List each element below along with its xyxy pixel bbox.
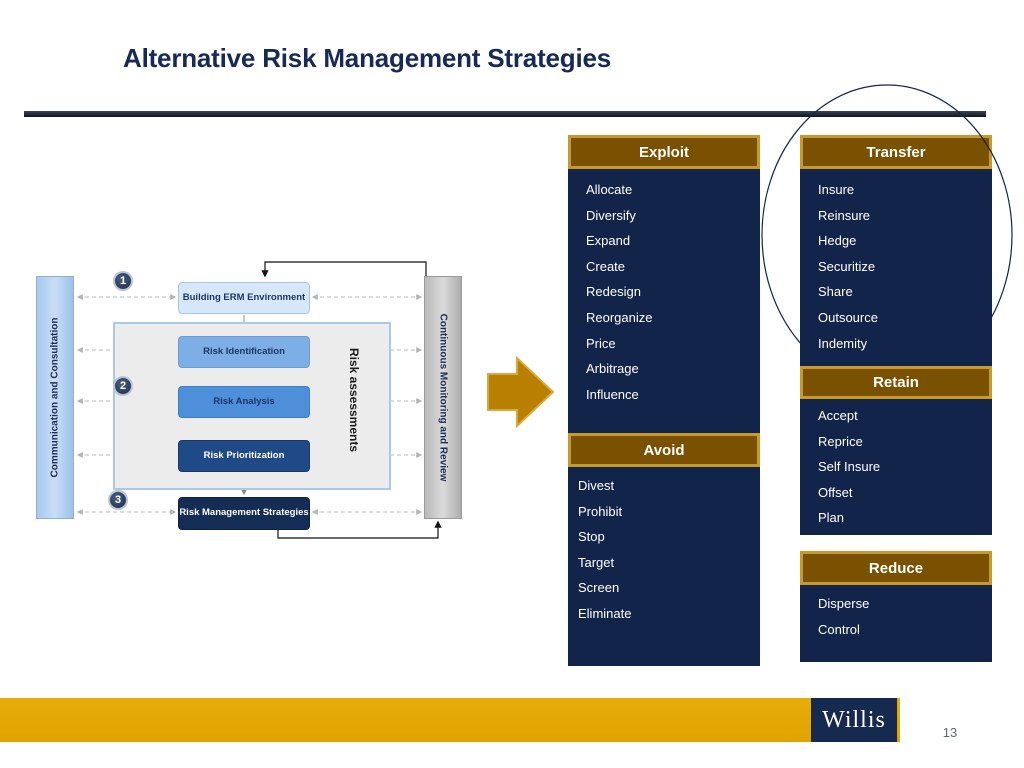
list-item: Control (818, 621, 860, 637)
exploit-list: Allocate Diversify Expand Create Redesig… (568, 169, 760, 443)
list-item: Reorganize (586, 309, 653, 325)
risk-assessments-label: Risk assessments (340, 340, 368, 460)
list-item: Allocate (586, 182, 633, 197)
avoid-header: Avoid (568, 433, 760, 467)
communication-consultation-label: Communication and Consultation (49, 317, 61, 478)
list-item: Eliminate (578, 605, 632, 621)
list-item: Insure (818, 182, 855, 197)
list-item: Arbitrage (586, 361, 639, 377)
phase-marker-2: 2 (113, 376, 133, 396)
monitoring-review-label: Continuous Monitoring and Review (437, 313, 449, 482)
list-item: Share (818, 284, 853, 300)
title-divider (24, 111, 986, 117)
list-item: Disperse (818, 596, 870, 611)
reduce-panel: Reduce Disperse Control (800, 551, 992, 662)
communication-consultation-bar: Communication and Consultation (36, 276, 74, 519)
right-arrow-icon (487, 356, 555, 428)
transfer-list: Insure Reinsure Hedge Securitize Share O… (800, 169, 992, 387)
list-item: Self Insure (818, 459, 881, 475)
list-item: Stop (578, 529, 605, 545)
retain-panel: Retain Accept Reprice Self Insure Offset… (800, 365, 992, 535)
erm-process-diagram: Communication and Consultation Risk asse… (0, 0, 480, 560)
willis-logo: Willis (811, 698, 897, 742)
list-item: Redesign (586, 284, 641, 300)
avoid-list: Divest Prohibit Stop Target Screen Elimi… (568, 467, 760, 666)
list-item: Influence (586, 386, 639, 402)
list-item: Hedge (818, 233, 857, 249)
monitoring-review-bar: Continuous Monitoring and Review (424, 276, 462, 519)
footer-band (0, 698, 900, 742)
risk-assessments-text: Risk assessments (347, 347, 362, 453)
exploit-header: Exploit (568, 135, 760, 169)
list-item: Prohibit (578, 503, 623, 519)
step-risk-identification: Risk Identification (178, 336, 310, 368)
avoid-panel: Avoid Divest Prohibit Stop Target Screen… (568, 433, 760, 666)
list-item: Create (586, 258, 626, 274)
list-item: Diversify (586, 207, 636, 223)
phase-marker-1: 1 (113, 271, 133, 291)
transfer-panel: Transfer Insure Reinsure Hedge Securitiz… (800, 135, 992, 387)
list-item: Price (586, 335, 616, 351)
list-item: Target (578, 554, 615, 570)
exploit-panel: Exploit Allocate Diversify Expand Create… (568, 135, 760, 443)
list-item: Accept (818, 408, 858, 423)
list-item: Securitize (818, 258, 876, 274)
retain-header: Retain (800, 366, 992, 399)
phase-marker-3: 3 (108, 490, 128, 510)
list-item: Reprice (818, 433, 863, 449)
slide-title: Alternative Risk Management Strategies (123, 43, 612, 73)
page-number: 13 (942, 725, 958, 740)
step-risk-management-strategies: Risk Management Strategies (178, 497, 310, 530)
list-item: Outsource (818, 309, 878, 325)
list-item: Expand (586, 233, 631, 249)
step-building-erm-environment: Building ERM Environment (178, 282, 310, 314)
list-item: Divest (578, 478, 615, 493)
reduce-header: Reduce (800, 551, 992, 585)
step-risk-prioritization: Risk Prioritization (178, 440, 310, 472)
list-item: Plan (818, 510, 845, 526)
list-item: Offset (818, 484, 853, 500)
step-risk-analysis: Risk Analysis (178, 386, 310, 418)
list-item: Screen (578, 580, 620, 596)
transfer-header: Transfer (800, 135, 992, 169)
list-item: Indemity (818, 335, 868, 351)
list-item: Reinsure (818, 207, 871, 223)
